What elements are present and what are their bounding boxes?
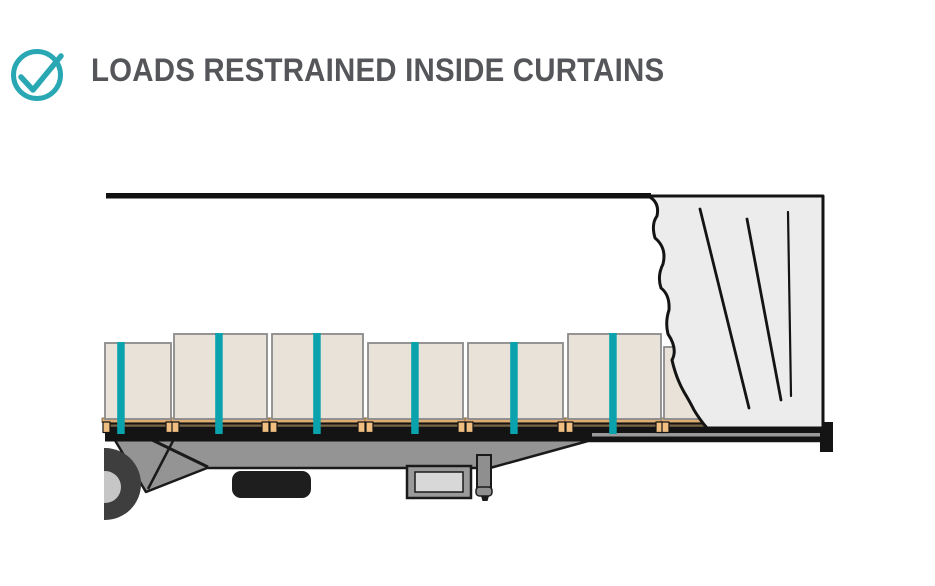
curtain-fold-line-2: [745, 217, 783, 402]
curtain-fold-line-1: [698, 207, 751, 410]
restraint-straps: [117, 333, 617, 434]
strap-3: [313, 333, 321, 434]
check-circle-ring: [11, 49, 63, 101]
curtain-fold-line-3: [786, 210, 793, 398]
check-mark: [18, 53, 64, 93]
landing-leg: [475, 454, 493, 501]
left-crop-mask: [0, 442, 104, 586]
toolbox: [405, 464, 473, 500]
strap-1: [117, 342, 125, 434]
curtain-panel: [646, 194, 825, 430]
strap-6: [609, 333, 617, 434]
check-circle-icon: [11, 49, 64, 101]
strap-4: [411, 342, 419, 434]
page-title: LOADS RESTRAINED INSIDE CURTAINS: [91, 51, 665, 89]
strap-2: [215, 333, 223, 434]
strap-5: [510, 342, 518, 434]
chassis-brace-line: [146, 438, 176, 490]
spare-tire: [232, 471, 311, 498]
rear-bumper: [820, 422, 833, 452]
chassis-gusset-line: [149, 437, 209, 469]
load-boxes: [104, 333, 759, 420]
header: LOADS RESTRAINED INSIDE CURTAINS: [0, 0, 935, 120]
load-box-1: [104, 342, 172, 420]
trailer-roof: [106, 193, 651, 199]
curtain: [646, 194, 825, 430]
